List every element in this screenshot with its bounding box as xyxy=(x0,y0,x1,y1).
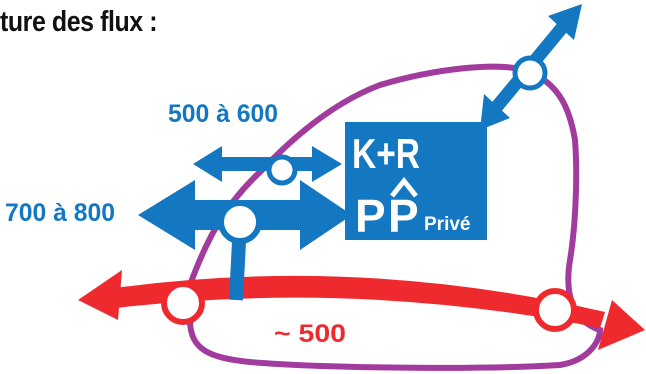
hub-parking-label: P xyxy=(355,190,386,242)
mid-flow-arrowhead-right xyxy=(300,180,352,250)
top-flow-shaft xyxy=(215,157,315,171)
flow-label-mid: 700 à 800 xyxy=(5,199,115,227)
hub-private-parking-letter: P xyxy=(388,190,419,242)
page-title: ture des flux : xyxy=(0,6,158,38)
perimeter-loop xyxy=(186,63,604,371)
flow-label-bottom: ~ 500 xyxy=(274,320,346,348)
access-flow-arrowhead-top xyxy=(548,4,582,40)
top-flow-arrowhead-right xyxy=(312,146,342,182)
hub-kr-label: K+R xyxy=(352,130,420,177)
main-axis-node-right xyxy=(533,288,577,332)
flow-label-top: 500 à 600 xyxy=(168,100,278,128)
top-flow-node xyxy=(266,154,298,186)
main-axis-arrowhead-left xyxy=(78,270,122,320)
hub-box xyxy=(345,122,487,240)
access-flow-node xyxy=(512,55,548,91)
main-axis-node-left xyxy=(161,281,205,325)
mid-flow-node xyxy=(218,200,262,244)
mid-flow-arrowhead-left xyxy=(138,180,195,250)
access-flow-arrowhead-bottom xyxy=(480,94,510,130)
main-axis-arrowhead-right xyxy=(598,300,645,350)
hub-prive-label: Privé xyxy=(424,214,470,235)
circumflex-accent xyxy=(390,176,418,198)
top-flow-arrowhead-left xyxy=(193,146,222,182)
